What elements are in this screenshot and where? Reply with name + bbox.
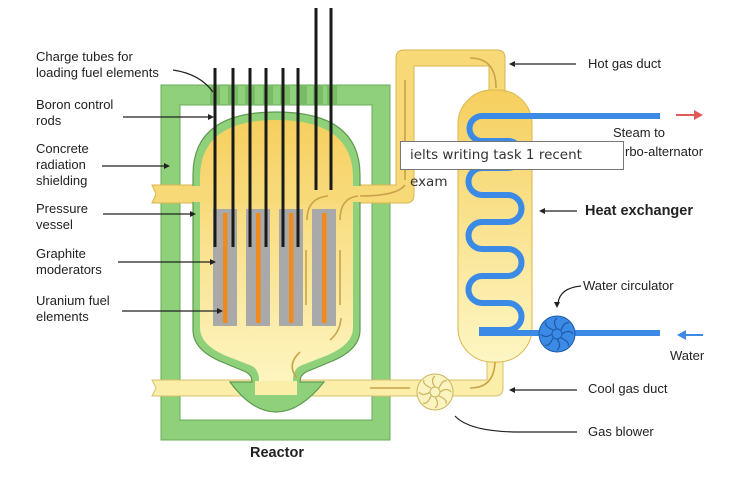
label-steam-1: Steam to xyxy=(613,125,665,140)
label-heat-exchanger: Heat exchanger xyxy=(585,203,693,219)
label-uranium-1: Uranium fuel xyxy=(36,293,110,308)
label-water-circulator: Water circulator xyxy=(583,278,674,293)
steam-out-arrow xyxy=(676,110,703,120)
water-in-arrow xyxy=(677,330,703,340)
leader-lines xyxy=(102,61,582,433)
label-water: Water xyxy=(670,348,705,363)
label-reactor: Reactor xyxy=(250,445,304,461)
label-charge-tubes-2: loading fuel elements xyxy=(36,65,159,80)
label-uranium-2: elements xyxy=(36,309,89,324)
tooltip: ielts writing task 1 recent exam xyxy=(400,141,624,190)
cool-duct-joint xyxy=(255,381,297,395)
water-circulator-icon xyxy=(538,315,576,353)
label-pressure-1: Pressure xyxy=(36,201,88,216)
label-graphite-1: Graphite xyxy=(36,246,86,261)
label-gas-blower: Gas blower xyxy=(588,424,654,439)
label-charge-tubes-1: Charge tubes for xyxy=(36,49,134,64)
label-boron-1: Boron control xyxy=(36,97,113,112)
label-graphite-2: moderators xyxy=(36,262,102,277)
label-hot-gas-duct: Hot gas duct xyxy=(588,56,661,71)
uranium-fuel-elements xyxy=(223,213,327,323)
label-steam-2: rbo-alternator xyxy=(625,144,704,159)
boron-control-rods xyxy=(213,8,333,247)
label-boron-2: rods xyxy=(36,113,62,128)
label-concrete-2: radiation xyxy=(36,157,86,172)
label-pressure-2: vessel xyxy=(36,217,73,232)
gas-flow-arrows xyxy=(291,57,497,389)
label-cool-gas-duct: Cool gas duct xyxy=(588,381,668,396)
label-concrete-3: shielding xyxy=(36,173,87,188)
label-concrete-1: Concrete xyxy=(36,141,89,156)
gas-blower-icon xyxy=(416,373,454,411)
